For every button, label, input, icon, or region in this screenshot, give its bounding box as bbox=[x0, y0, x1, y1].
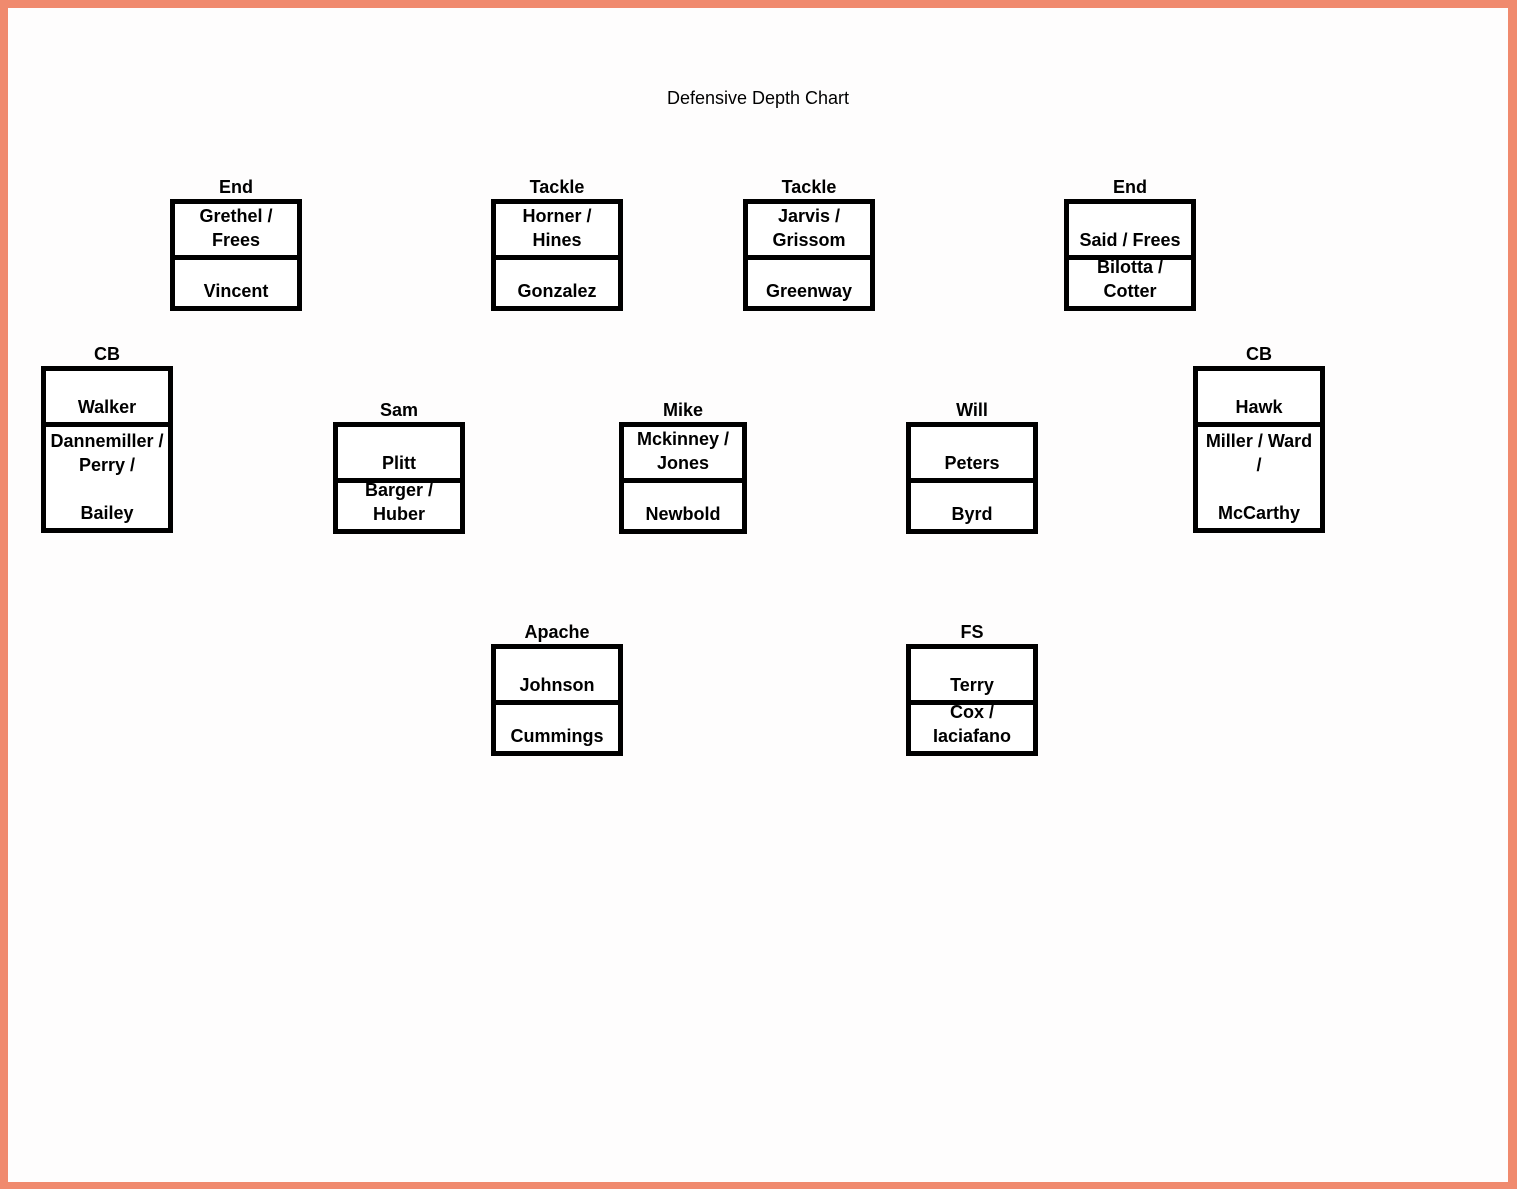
starter-cell: Said / Frees bbox=[1079, 230, 1181, 250]
position-will: Will Peters Byrd bbox=[906, 398, 1038, 534]
position-sam: Sam Plitt Barger / Huber bbox=[333, 398, 465, 534]
position-cb-left: CB Walker Dannemiller / Perry / Bailey bbox=[41, 342, 173, 533]
starter-cell: Grethel / Frees bbox=[199, 206, 273, 250]
starter-cell: Terry bbox=[950, 675, 994, 695]
position-tackle-right: Tackle Jarvis / Grissom Greenway bbox=[743, 175, 875, 311]
depth-box: Mckinney / Jones Newbold bbox=[619, 422, 747, 534]
backup-cell: Bilotta / Cotter bbox=[1069, 255, 1191, 306]
depth-box: Jarvis / Grissom Greenway bbox=[743, 199, 875, 311]
backup-cell: Byrd bbox=[911, 478, 1033, 529]
starter-cell: Johnson bbox=[519, 675, 595, 695]
position-end-right: End Said / Frees Bilotta / Cotter bbox=[1064, 175, 1196, 311]
backup-cell: Newbold bbox=[624, 478, 742, 529]
backup-cell: Vincent bbox=[175, 255, 297, 306]
position-mike: Mike Mckinney / Jones Newbold bbox=[619, 398, 747, 534]
backup-cell: Greenway bbox=[748, 255, 870, 306]
position-label: CB bbox=[94, 344, 120, 364]
depth-box: Peters Byrd bbox=[906, 422, 1038, 534]
depth-box: Said / Frees Bilotta / Cotter bbox=[1064, 199, 1196, 311]
depth-box: Horner / Hines Gonzalez bbox=[491, 199, 623, 311]
starter-cell: Horner / Hines bbox=[522, 206, 592, 250]
depth-box: Grethel / Frees Vincent bbox=[170, 199, 302, 311]
starter-cell: Peters bbox=[944, 453, 1000, 473]
position-label: Apache bbox=[524, 622, 590, 642]
position-label: Will bbox=[956, 400, 988, 420]
chart-title: Defensive Depth Chart bbox=[666, 88, 850, 108]
position-label: End bbox=[1113, 177, 1147, 197]
starter-cell: Mckinney / Jones bbox=[636, 429, 730, 473]
position-fs: FS Terry Cox / Iaciafano bbox=[906, 620, 1038, 756]
backup-cell: Dannemiller / Perry / Bailey bbox=[46, 422, 168, 528]
backup-cell: Barger / Huber bbox=[338, 478, 460, 529]
position-label: Tackle bbox=[529, 177, 585, 197]
position-label: End bbox=[219, 177, 253, 197]
backup-cell: Gonzalez bbox=[496, 255, 618, 306]
position-end-left: End Grethel / Frees Vincent bbox=[170, 175, 302, 311]
starter-cell: Hawk bbox=[1235, 397, 1283, 417]
backup-cell: Cox / Iaciafano bbox=[911, 700, 1033, 751]
position-label: Mike bbox=[662, 400, 704, 420]
depth-box: Walker Dannemiller / Perry / Bailey bbox=[41, 366, 173, 533]
backup-cell: Cummings bbox=[496, 700, 618, 751]
depth-box: Plitt Barger / Huber bbox=[333, 422, 465, 534]
backup-cell: Miller / Ward / McCarthy bbox=[1198, 422, 1320, 528]
position-label: Tackle bbox=[781, 177, 837, 197]
position-label: CB bbox=[1246, 344, 1272, 364]
starter-cell: Jarvis / Grissom bbox=[772, 206, 846, 250]
starter-cell: Plitt bbox=[382, 453, 416, 473]
depth-box: Hawk Miller / Ward / McCarthy bbox=[1193, 366, 1325, 533]
depth-chart-sheet: Defensive Depth Chart End Grethel / Free… bbox=[8, 8, 1508, 1182]
position-cb-right: CB Hawk Miller / Ward / McCarthy bbox=[1193, 342, 1325, 533]
position-tackle-left: Tackle Horner / Hines Gonzalez bbox=[491, 175, 623, 311]
depth-box: Johnson Cummings bbox=[491, 644, 623, 756]
depth-box: Terry Cox / Iaciafano bbox=[906, 644, 1038, 756]
position-label: Sam bbox=[379, 400, 419, 420]
starter-cell: Walker bbox=[77, 397, 137, 417]
position-label: FS bbox=[960, 622, 984, 642]
position-apache: Apache Johnson Cummings bbox=[491, 620, 623, 756]
